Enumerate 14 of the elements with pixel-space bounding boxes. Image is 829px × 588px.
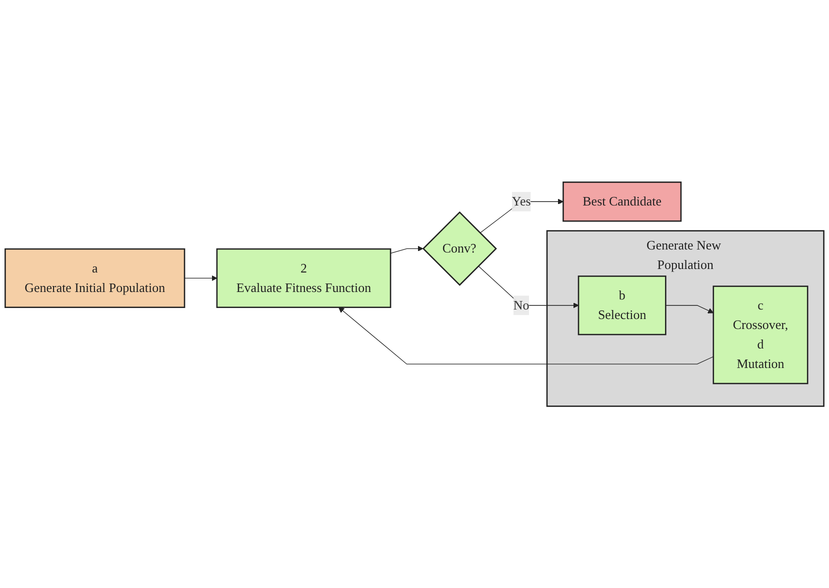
arrow: [478, 266, 579, 308]
node-box: 2 Evaluate Fitness Function: [216, 248, 392, 308]
arrow: [184, 275, 218, 281]
edge-label: Yes: [512, 194, 531, 209]
edge-label: No: [513, 298, 530, 312]
arrow: [480, 198, 564, 234]
node-diamond: Conv?: [422, 211, 497, 286]
arrow: [338, 306, 714, 364]
node-box: Best Candidate: [562, 181, 682, 222]
node-box: c Crossover, d Mutation: [712, 285, 808, 384]
arrow: [390, 246, 424, 254]
node-box: a Generate Initial Population: [4, 248, 186, 308]
arrow: [665, 304, 714, 314]
node-box: b Selection: [578, 275, 666, 335]
